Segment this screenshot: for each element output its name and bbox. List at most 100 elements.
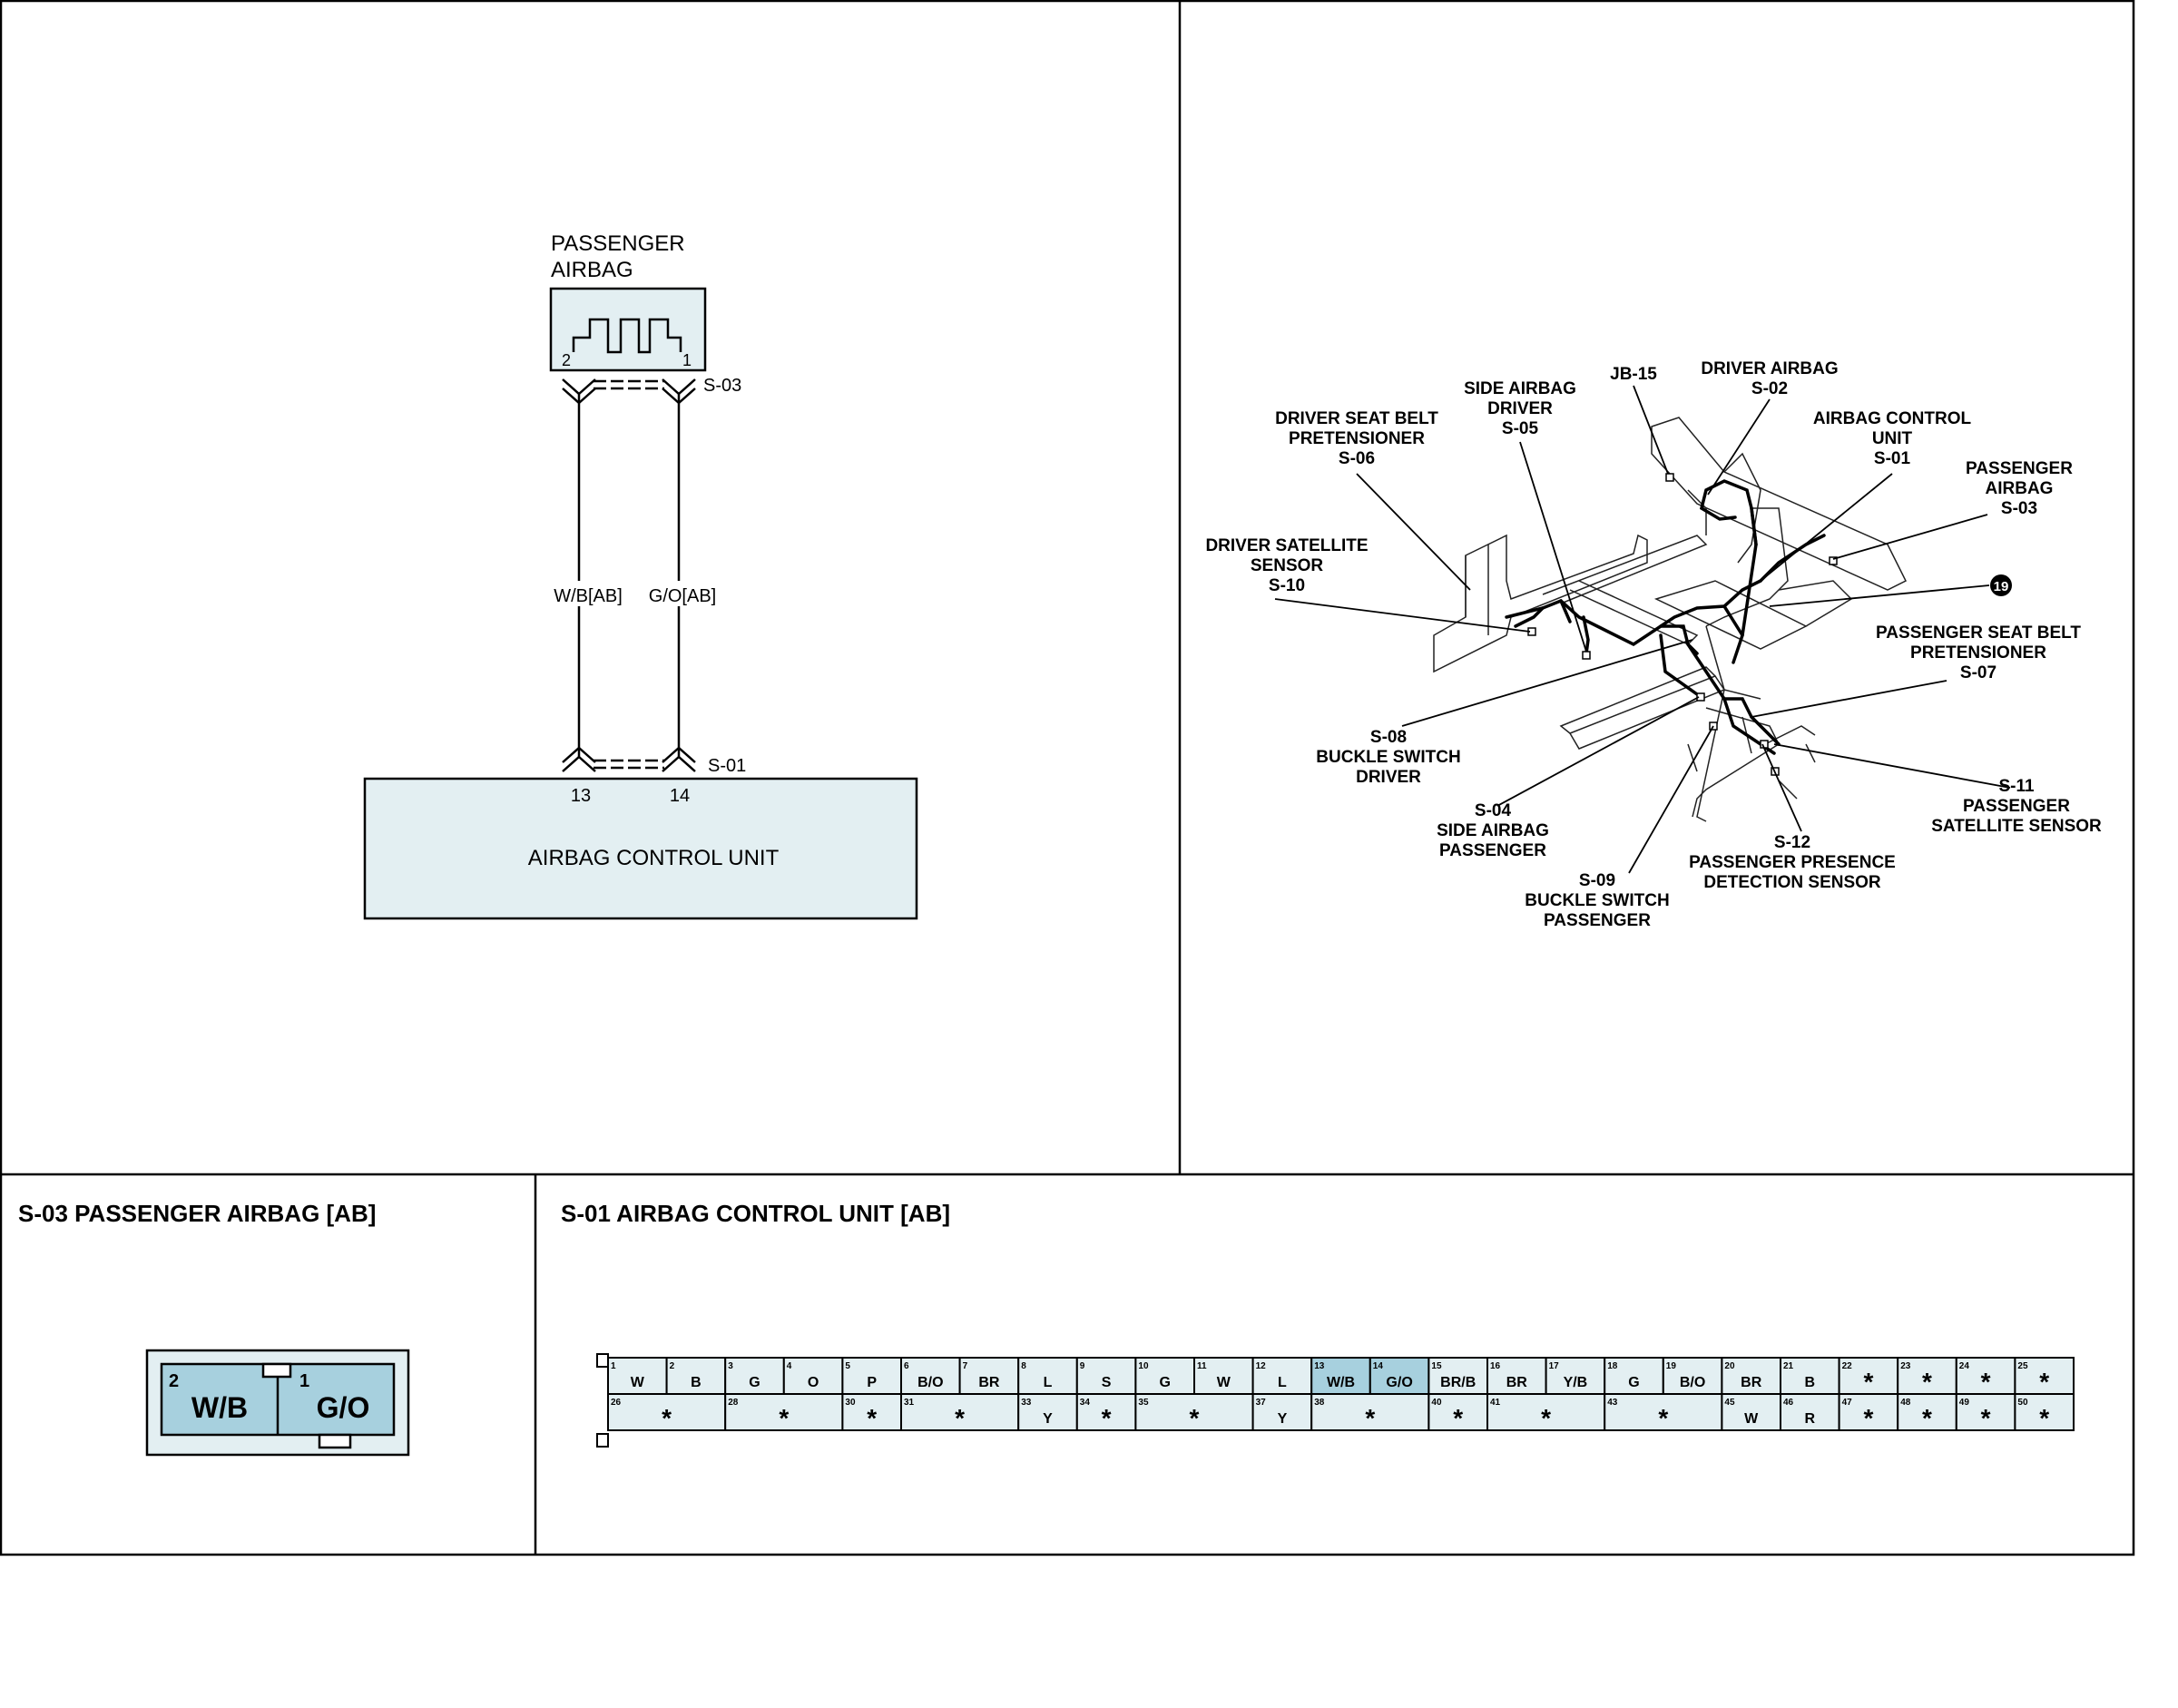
s01-pin-wire: * <box>1658 1404 1668 1432</box>
s01-pin-wire: S <box>1102 1375 1112 1390</box>
s03-latch-top <box>261 1362 292 1379</box>
s01-pin-number: 11 <box>1197 1361 1207 1371</box>
s01-pin-wire: P <box>867 1375 877 1390</box>
wire-go-label: G/O[AB] <box>649 586 716 606</box>
s01-pin-wire: * <box>1863 1404 1873 1432</box>
s01-pin-wire: BR/B <box>1440 1375 1476 1390</box>
callout-side-airbag-passenger-line: SIDE AIRBAG <box>1437 821 1549 840</box>
s01-pin-wire: L <box>1044 1375 1053 1390</box>
s01-pin-wire: * <box>1541 1404 1551 1432</box>
airbag-symbol <box>572 318 682 354</box>
s01-pin-wire: * <box>662 1404 672 1432</box>
s01-pin-number: 25 <box>2017 1361 2028 1371</box>
s01-pin-number: 1 <box>611 1361 616 1371</box>
s01-pin-wire: R <box>1805 1411 1816 1427</box>
schematic-panel: PASSENGER AIRBAG 2 1 S-03 W/B[AB] G/O[AB… <box>363 231 918 920</box>
callout-side-airbag-driver-line: S-05 <box>1502 419 1539 438</box>
s01-pin-number: 37 <box>1256 1398 1267 1408</box>
s01-pin-number: 28 <box>728 1398 739 1408</box>
s01-pin-number: 45 <box>1724 1398 1735 1408</box>
s01-pin-number: 20 <box>1724 1361 1735 1371</box>
callout-airbag-control-unit-line: AIRBAG CONTROL <box>1813 409 1972 428</box>
s01-pin-number: 38 <box>1314 1398 1325 1408</box>
callout-passenger-satellite-line: S-11 <box>1998 777 2035 796</box>
s01-pin-number: 6 <box>904 1361 909 1371</box>
s01-pin-wire: * <box>1102 1404 1112 1432</box>
pin-13-label: 13 <box>571 786 591 806</box>
s01-pin-number: 8 <box>1021 1361 1026 1371</box>
s03-connector-panel: S-03 PASSENGER AIRBAG [AB] 2 W/B 1 G/O <box>18 1200 410 1457</box>
s01-pin-wire: G <box>1628 1375 1639 1390</box>
s01-pin-cell <box>900 1393 1020 1431</box>
s01-pin-number: 47 <box>1842 1398 1853 1408</box>
leader-lines <box>1274 385 2011 874</box>
s01-pin-number: 49 <box>1959 1398 1970 1408</box>
s01-pin-cell <box>841 1393 903 1431</box>
s01-pin-number: 48 <box>1900 1398 1911 1408</box>
callout-driver-satellite-line: SENSOR <box>1251 556 1324 575</box>
callout-side-airbag-passenger-line: S-04 <box>1475 801 1512 820</box>
passenger-airbag-box <box>549 287 707 372</box>
callout-jb15: JB-15 <box>1610 365 1657 384</box>
s01-pin-number: 19 <box>1666 1361 1677 1371</box>
callout-buckle-switch-driver-line: S-08 <box>1370 728 1407 747</box>
airbag-control-unit-box <box>363 777 918 920</box>
s01-pin-cell <box>1604 1393 1723 1431</box>
s01-pin-cell <box>1721 1357 1782 1395</box>
s01-pin-wire: B <box>691 1375 701 1390</box>
s01-pin-number: 23 <box>1900 1361 1911 1371</box>
ground-marker-number: 19 <box>1994 579 2009 594</box>
s01-pin-number: 46 <box>1783 1398 1794 1408</box>
s01-connector-title: S-01 AIRBAG CONTROL UNIT [AB] <box>561 1200 950 1227</box>
callout-airbag-control-unit-line: S-01 <box>1874 449 1911 468</box>
s01-pin-wire: W <box>1744 1411 1759 1427</box>
s01-pin-cell <box>1134 1393 1254 1431</box>
s03-chevrons <box>562 378 696 405</box>
s01-pin-wire: L <box>1278 1375 1287 1390</box>
callout-passenger-seat-belt-line: PRETENSIONER <box>1910 643 2046 663</box>
s01-pin-wire: G <box>1159 1375 1170 1390</box>
pin-1-label: 1 <box>682 351 692 369</box>
s01-pin-cell <box>1838 1357 1899 1395</box>
s01-pin-number: 30 <box>845 1398 856 1408</box>
callout-jb15-line: JB-15 <box>1610 365 1657 384</box>
s01-connector-label: S-01 <box>708 756 746 776</box>
callout-driver-seat-belt-line: PRETENSIONER <box>1289 429 1425 448</box>
s01-pin-number: 33 <box>1021 1398 1032 1408</box>
s01-pin-number: 3 <box>728 1361 733 1371</box>
s03-pin-2-wire: W/B <box>191 1391 248 1424</box>
s01-pin-cell <box>1721 1393 1782 1431</box>
s01-pin-cell <box>1780 1393 1840 1431</box>
s01-pin-cell <box>1486 1393 1606 1431</box>
s01-pin-number: 26 <box>611 1398 622 1408</box>
s01-pin-wire: B/O <box>1680 1375 1705 1390</box>
s01-pin-cell <box>2014 1393 2075 1431</box>
callout-passenger-airbag-line: PASSENGER <box>1966 459 2073 478</box>
s01-pin-wire: * <box>1190 1404 1200 1432</box>
s01-key-bottom <box>596 1433 609 1448</box>
s01-pin-wire: * <box>1922 1368 1932 1396</box>
s01-pin-wire: W <box>631 1375 645 1390</box>
s01-pin-cell <box>1251 1393 1313 1431</box>
airbag-control-unit-title: AIRBAG CONTROL UNIT <box>528 846 780 870</box>
s01-pin-wire: G <box>749 1375 760 1390</box>
s01-pin-wire: Y/B <box>1564 1375 1588 1390</box>
callout-passenger-airbag-line: S-03 <box>2001 499 2037 518</box>
callout-driver-airbag-line: DRIVER AIRBAG <box>1701 359 1838 378</box>
s01-pin-cell <box>1838 1393 1899 1431</box>
s01-pin-number: 43 <box>1607 1398 1618 1408</box>
s01-pin-wire: * <box>2039 1368 2049 1396</box>
s03-pin-2-num: 2 <box>169 1371 179 1391</box>
s01-pin-wire: G/O <box>1386 1375 1412 1390</box>
s01-pin-number: 7 <box>963 1361 968 1371</box>
s03-connector-label: S-03 <box>703 376 741 396</box>
callout-buckle-switch-driver-line: DRIVER <box>1356 768 1421 787</box>
s01-connector-panel: S-01 AIRBAG CONTROL UNIT [AB] 1W2B3G4O5P… <box>561 1200 2075 1448</box>
